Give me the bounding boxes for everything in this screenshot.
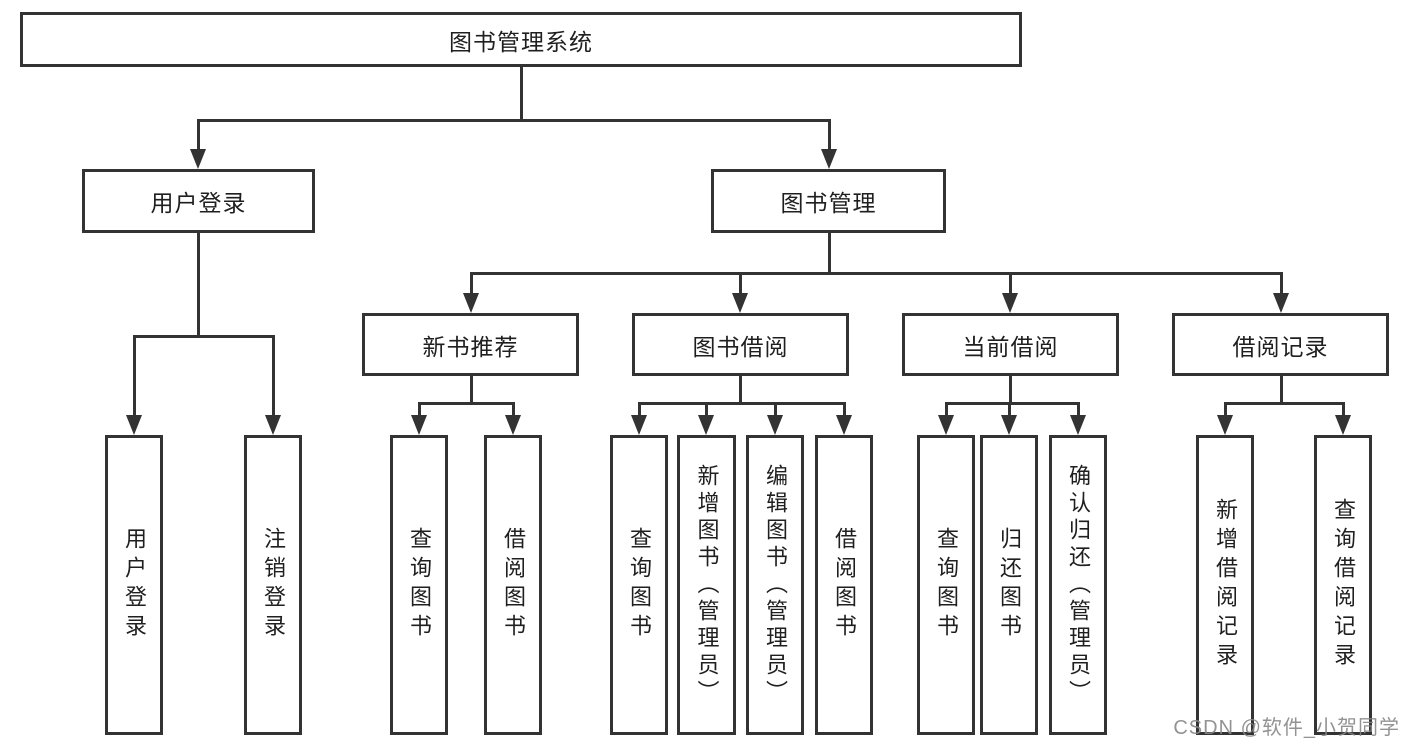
- node-user-login: 用户登录: [82, 169, 315, 233]
- connector-drop-bor4: [843, 402, 846, 416]
- arrow-down-icon: [463, 293, 479, 313]
- leaf-current-confirm-return-admin-label: 确认归还（管理员）: [1066, 463, 1091, 707]
- leaf-borrow-edit-books-admin: 编辑图书（管理员）: [746, 435, 804, 735]
- connector-borrow-branch: [638, 402, 846, 405]
- connector-drop-current: [1009, 272, 1012, 294]
- connector-drop-cur2: [1008, 402, 1011, 416]
- leaf-user-logout-label: 注销登录: [261, 527, 286, 643]
- connector-recommend-branch: [418, 402, 515, 405]
- leaf-user-login-label: 用户登录: [122, 527, 147, 643]
- leaf-borrow-query-books-label: 查询图书: [627, 527, 652, 643]
- leaf-borrow-borrow-books-label: 借阅图书: [832, 527, 857, 643]
- arrow-down-icon: [1335, 415, 1351, 435]
- watermark: CSDN @软件_小贺同学: [1173, 717, 1400, 739]
- leaf-recommend-borrow-books-label: 借阅图书: [501, 527, 526, 643]
- leaf-records-query-record: 查询借阅记录: [1314, 435, 1372, 735]
- connector-drop-rec1: [418, 402, 421, 416]
- connector-current-branch: [945, 402, 1080, 405]
- connector-drop-user: [197, 119, 200, 150]
- leaf-recommend-query-books-label: 查询图书: [407, 527, 432, 643]
- connector-drop-user-leaf1: [133, 335, 136, 416]
- leaf-borrow-query-books: 查询图书: [610, 435, 668, 735]
- connector-borrow-stem: [739, 376, 742, 404]
- arrow-down-icon: [836, 415, 852, 435]
- node-borrow-records: 借阅记录: [1172, 313, 1389, 376]
- leaf-user-login: 用户登录: [105, 435, 163, 735]
- connector-recommend-stem: [470, 376, 473, 404]
- leaf-borrow-add-books-admin-label: 新增图书（管理员）: [694, 463, 720, 707]
- leaf-current-query-books: 查询图书: [917, 435, 975, 735]
- arrow-down-icon: [505, 415, 521, 435]
- node-borrow-records-label: 借阅记录: [1232, 333, 1329, 360]
- arrow-down-icon: [698, 415, 714, 435]
- arrow-down-icon: [938, 415, 954, 435]
- arrow-down-icon: [126, 415, 142, 435]
- connector-current-stem: [1009, 376, 1012, 404]
- connector-drop-bor2: [705, 402, 708, 416]
- connector-user-stem: [197, 233, 200, 337]
- connector-drop-borrow: [739, 272, 742, 294]
- node-root: 图书管理系统: [20, 12, 1022, 67]
- connector-mgmt-stem: [828, 233, 831, 274]
- arrow-down-icon: [1002, 293, 1018, 313]
- connector-drop-bor3: [774, 402, 777, 416]
- leaf-user-logout: 注销登录: [244, 435, 302, 735]
- connector-drop-recrd2: [1342, 402, 1345, 416]
- leaf-current-confirm-return-admin: 确认归还（管理员）: [1049, 435, 1107, 735]
- node-book-management-label: 图书管理: [780, 190, 877, 216]
- node-book-borrow-label: 图书借阅: [692, 333, 789, 360]
- connector-user-branch: [133, 335, 275, 338]
- arrow-down-icon: [732, 293, 748, 313]
- connector-drop-recommend: [470, 272, 473, 294]
- connector-records-branch: [1224, 402, 1345, 405]
- leaf-borrow-edit-books-admin-label: 编辑图书（管理员）: [763, 463, 788, 707]
- arrow-down-icon: [1001, 415, 1017, 435]
- connector-root-branch: [197, 119, 831, 122]
- leaf-current-query-books-label: 查询图书: [934, 527, 959, 643]
- leaf-current-return-books-label: 归还图书: [997, 527, 1022, 643]
- arrow-down-icon: [631, 415, 647, 435]
- connector-drop-user-leaf2: [272, 335, 275, 416]
- node-root-label: 图书管理系统: [449, 28, 593, 55]
- connector-drop-rec2: [512, 402, 515, 416]
- connector-drop-recrd1: [1224, 402, 1227, 416]
- connector-records-stem: [1280, 376, 1283, 404]
- connector-drop-cur3: [1077, 402, 1080, 416]
- node-current-borrow-label: 当前借阅: [962, 333, 1059, 360]
- connector-mgmt-branch: [470, 272, 1283, 275]
- leaf-records-query-record-label: 查询借阅记录: [1331, 498, 1356, 672]
- leaf-records-add-record-label: 新增借阅记录: [1213, 498, 1238, 672]
- arrow-down-icon: [190, 149, 206, 169]
- connector-drop-cur1: [945, 402, 948, 416]
- arrow-down-icon: [1217, 415, 1233, 435]
- arrow-down-icon: [1273, 293, 1289, 313]
- leaf-recommend-query-books: 查询图书: [390, 435, 448, 735]
- leaf-current-return-books: 归还图书: [980, 435, 1038, 735]
- node-user-login-label: 用户登录: [150, 190, 247, 216]
- node-new-book-recommend: 新书推荐: [362, 313, 579, 376]
- node-current-borrow: 当前借阅: [902, 313, 1119, 376]
- arrow-down-icon: [265, 415, 281, 435]
- leaf-borrow-add-books-admin: 新增图书（管理员）: [677, 435, 736, 735]
- node-new-book-recommend-label: 新书推荐: [422, 333, 519, 360]
- leaf-borrow-borrow-books: 借阅图书: [815, 435, 873, 735]
- arrow-down-icon: [767, 415, 783, 435]
- leaf-recommend-borrow-books: 借阅图书: [484, 435, 542, 735]
- arrow-down-icon: [1070, 415, 1086, 435]
- connector-drop-records: [1280, 272, 1283, 294]
- arrow-down-icon: [821, 149, 837, 169]
- connector-root-stem: [520, 67, 523, 121]
- arrow-down-icon: [411, 415, 427, 435]
- connector-drop-mgmt: [828, 119, 831, 150]
- leaf-records-add-record: 新增借阅记录: [1196, 435, 1254, 735]
- node-book-borrow: 图书借阅: [632, 313, 849, 376]
- node-book-management: 图书管理: [711, 169, 946, 233]
- connector-drop-bor1: [638, 402, 641, 416]
